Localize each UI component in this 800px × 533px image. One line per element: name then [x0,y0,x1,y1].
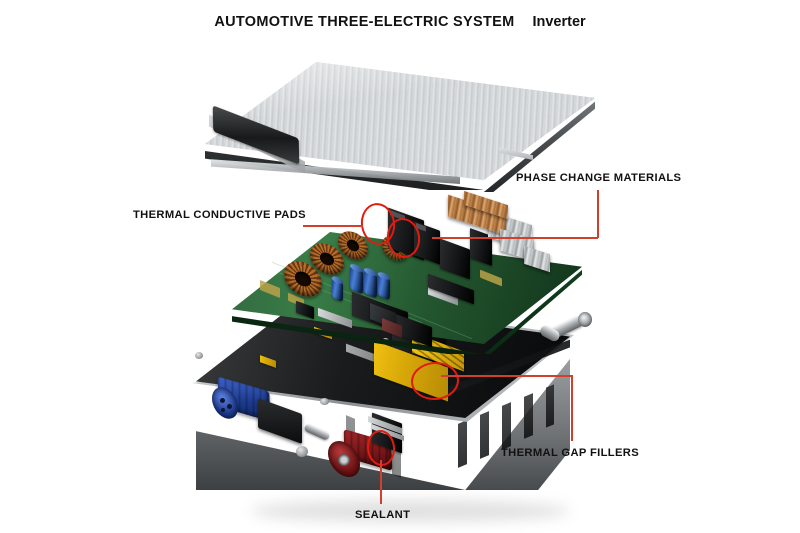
callout-thermal-conductive-pads: THERMAL CONDUCTIVE PADS [133,209,306,221]
blue-capacitor [332,277,343,303]
housing-bolt [195,352,203,359]
housing-rib [502,402,511,450]
callout-phase-change-materials: PHASE CHANGE MATERIALS [516,172,682,184]
leader-phase-change-horizontal [536,237,598,239]
pcb-layer [232,190,592,354]
leader-sealant [380,460,382,504]
page-title: AUTOMOTIVE THREE-ELECTRIC SYSTEM Inverter [0,14,800,30]
leader-phase-change-to-board [432,237,538,239]
title-subtitle: Inverter [532,14,586,30]
blue-connector-pin [220,398,225,403]
black-connector-block [258,397,302,445]
callout-sealant: SEALANT [355,509,411,521]
housing-layer [192,296,606,500]
housing-rib [458,420,467,468]
ground-shadow [250,500,570,522]
leader-phase-change-vertical [597,190,599,238]
mounting-bolt [296,446,308,457]
housing-rib [524,393,533,439]
leader-thermal-gap-fillers-horizontal [441,375,572,377]
housing-rib [546,384,554,428]
callout-thermal-gap-fillers: THERMAL GAP FILLERS [501,447,640,459]
coolant-port-ring [578,312,592,327]
top-cover-layer [205,62,595,192]
blue-capacitor [364,269,377,299]
blue-connector-pin [227,404,232,409]
red-connector-bore [338,454,350,466]
housing-bolt [320,398,329,405]
housing-rib [480,411,489,459]
blue-capacitor [350,265,363,295]
mounting-bracket [303,423,331,441]
blue-capacitor [378,273,390,301]
leader-thermal-gap-fillers-vertical [571,375,573,441]
title-main: AUTOMOTIVE THREE-ELECTRIC SYSTEM [214,14,515,30]
blue-connector-pin [221,408,225,412]
leader-thermal-conductive-pads [303,225,363,227]
